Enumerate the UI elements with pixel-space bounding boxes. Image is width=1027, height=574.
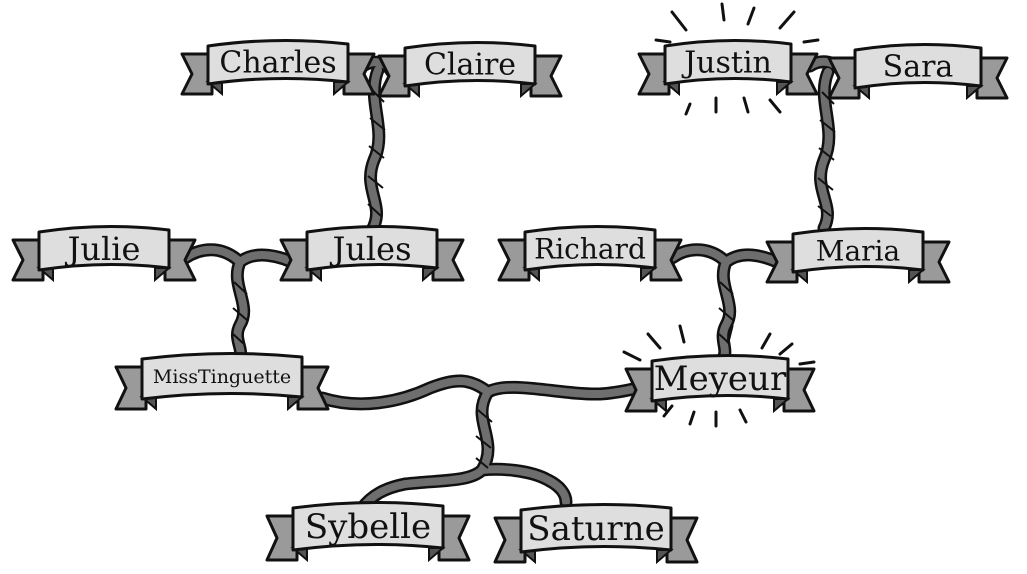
person-name: Sybelle: [305, 507, 431, 547]
banner-meyeur: Meyeur: [626, 355, 814, 411]
person-name: Justin: [681, 46, 772, 81]
banner-sybelle: Sybelle: [267, 502, 469, 560]
connector-ropes: [185, 62, 842, 508]
person-name: Richard: [534, 233, 646, 266]
person-name: Claire: [424, 48, 516, 83]
banner-maria: Maria: [767, 228, 949, 282]
banner-miss-tinguette: MissTinguette: [116, 353, 328, 409]
rope-julie-jules-to-misstinguette: [185, 250, 300, 360]
banner-justin: Justin: [639, 40, 817, 94]
banner-richard: Richard: [499, 226, 681, 280]
banner-jules: Jules: [281, 226, 463, 280]
person-name: MissTinguette: [153, 366, 291, 388]
rope-parents-to-children: [322, 381, 650, 508]
person-name: Sara: [883, 50, 954, 85]
person-name: Maria: [816, 235, 900, 268]
person-name: Julie: [65, 230, 141, 268]
banner-sara: Sara: [829, 44, 1007, 98]
person-name: Jules: [329, 230, 411, 268]
person-name: Meyeur: [654, 359, 787, 399]
person-name: Saturne: [527, 509, 664, 549]
banner-charles: Charles: [182, 40, 374, 94]
banner-saturne: Saturne: [495, 504, 697, 562]
banner-julie: Julie: [13, 226, 195, 280]
banner-claire: Claire: [379, 42, 561, 96]
person-name: Charles: [219, 46, 336, 81]
